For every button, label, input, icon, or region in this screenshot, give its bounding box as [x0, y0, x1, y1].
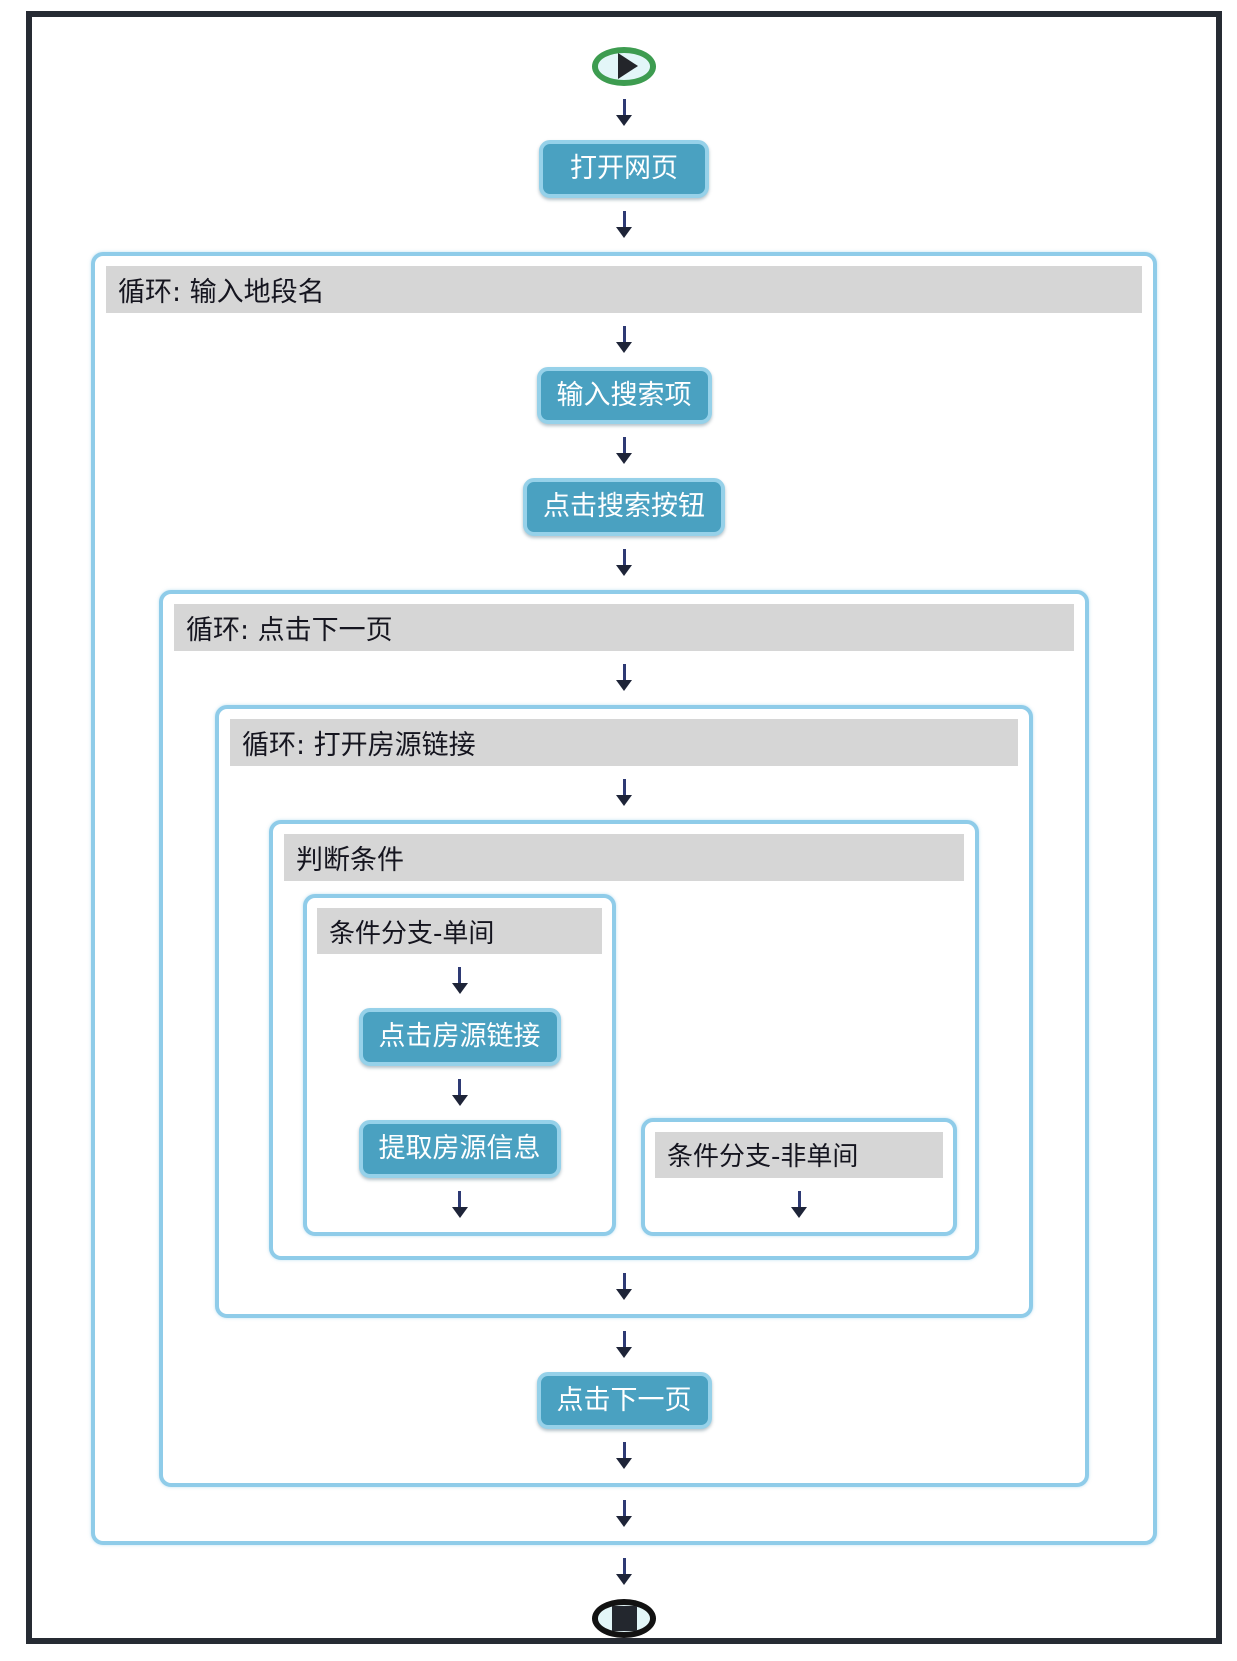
- click-listing-link-button[interactable]: 点击房源链接: [358, 1008, 561, 1066]
- play-icon: [617, 53, 638, 80]
- arrow-down-icon: [615, 437, 633, 465]
- arrow-down-icon: [615, 210, 633, 239]
- arrow-down-icon: [615, 549, 633, 577]
- branch-single-room: 条件分支-单间 点击房源链接 提取房源信息: [303, 894, 616, 1236]
- condition-header[interactable]: 判断条件: [284, 834, 964, 881]
- loop-input-district: 循环: 输入地段名 输入搜索项 点击搜索按钮 循环: 点击下一页 循环: 打开房…: [91, 251, 1157, 1546]
- click-next-page-button[interactable]: 点击下一页: [536, 1371, 712, 1430]
- branch-single-room-header[interactable]: 条件分支-单间: [317, 908, 602, 954]
- condition-block: 判断条件 条件分支-单间 点击房源链接 提取房源信息: [269, 820, 979, 1260]
- extract-listing-info-button[interactable]: 提取房源信息: [358, 1119, 561, 1178]
- loop-click-next-page: 循环: 点击下一页 循环: 打开房源链接 判断条件 条件分支-单间 点击房源链接: [159, 590, 1089, 1488]
- loop-open-listing-link-header[interactable]: 循环: 打开房源链接: [230, 719, 1018, 766]
- branch-not-single-room: 条件分支-非单间: [641, 1117, 957, 1236]
- click-search-button[interactable]: 点击搜索按钮: [523, 478, 725, 536]
- loop-input-district-header[interactable]: 循环: 输入地段名: [106, 265, 1142, 313]
- start-icon[interactable]: [592, 47, 656, 86]
- condition-branches: 条件分支-单间 点击房源链接 提取房源信息 条件分支-非单间: [273, 894, 975, 1243]
- arrow-down-icon: [615, 1330, 633, 1359]
- arrow-down-icon: [615, 779, 633, 807]
- flowchart-canvas: 打开网页 循环: 输入地段名 输入搜索项 点击搜索按钮 循环: 点击下一页 循环…: [26, 11, 1222, 1644]
- enter-search-term-button[interactable]: 输入搜索项: [536, 366, 712, 425]
- loop-click-next-page-header[interactable]: 循环: 点击下一页: [174, 604, 1074, 651]
- end-icon[interactable]: [592, 1599, 656, 1638]
- arrow-down-icon: [615, 1558, 633, 1586]
- arrow-down-icon: [615, 1272, 633, 1301]
- arrow-down-icon: [451, 1190, 469, 1219]
- open-webpage-button[interactable]: 打开网页: [539, 139, 709, 198]
- loop-open-listing-link: 循环: 打开房源链接 判断条件 条件分支-单间 点击房源链接 提取房源信息: [215, 705, 1033, 1318]
- arrow-down-icon: [615, 1442, 633, 1470]
- branch-not-single-room-header[interactable]: 条件分支-非单间: [655, 1131, 943, 1178]
- arrow-down-icon: [451, 1078, 469, 1107]
- arrow-down-icon: [615, 98, 633, 127]
- arrow-down-icon: [615, 1500, 633, 1528]
- arrow-down-icon: [615, 664, 633, 692]
- arrow-down-icon: [790, 1190, 808, 1219]
- arrow-down-icon: [451, 967, 469, 995]
- arrow-down-icon: [615, 325, 633, 354]
- stop-icon: [611, 1606, 637, 1632]
